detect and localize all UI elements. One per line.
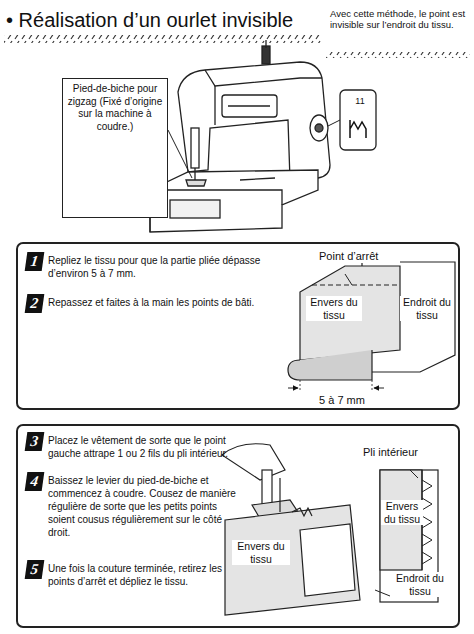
step-panel: Repliez le tissu pour que la partie plié…: [16, 242, 460, 410]
stitch-number: 11: [350, 96, 370, 107]
fabric-label: Envers du tissu: [232, 540, 290, 565]
step-number-text: 3: [30, 433, 40, 449]
subtitle-note: Avec cette méthode, le point est invisib…: [330, 8, 470, 31]
subtitle-rule: [326, 52, 470, 58]
folded-fabric: [288, 262, 455, 392]
fabric-label: Point d’arrêt: [318, 250, 400, 263]
callout-box: Pied-de-biche pour zigzag (Fixé d’origin…: [62, 78, 168, 218]
step-text: Placez le vêtement de sorte que le point…: [48, 434, 238, 460]
step-panel: Placez le vêtement de sorte que le point…: [16, 424, 460, 628]
dimension-label: 5 à 7 mm: [306, 394, 378, 407]
callout-text: Pied-de-biche pour zigzag (Fixé d’origin…: [66, 83, 164, 133]
title-rule: [4, 35, 322, 43]
step-number: 1: [25, 252, 45, 271]
machine-closeup: [222, 444, 360, 615]
step-text: Baissez le levier du pied-de-biche et co…: [48, 474, 238, 539]
step-number: 4: [25, 472, 45, 491]
step-number-text: 4: [30, 473, 40, 489]
fabric-label: Pli intérieur: [362, 446, 444, 459]
step-text: Repassez et faites à la main les points …: [48, 296, 273, 309]
fabric-label: Endroit du tissu: [400, 296, 454, 321]
stitch-display: [340, 90, 376, 150]
page-title: • Réalisation d’un ourlet invisible: [6, 8, 293, 32]
fabric-label: Envers du tissu: [306, 296, 362, 321]
sewing-machine: [150, 40, 330, 232]
step-text: Une fois la couture terminée, retirez le…: [48, 562, 238, 588]
fabric-label: Envers du tissu: [381, 500, 423, 525]
step-number-text: 1: [30, 253, 40, 269]
fabric-label: Endroit du tissu: [392, 572, 448, 597]
step-number-text: 2: [30, 295, 40, 311]
step-number: 2: [25, 294, 45, 313]
step-number: 5: [25, 560, 45, 579]
step-number: 3: [25, 432, 45, 451]
leader-line: [328, 120, 340, 126]
step-number-text: 5: [30, 561, 40, 577]
blind-stitch-symbol: [350, 120, 366, 138]
step-text: Repliez le tissu pour que la partie plié…: [48, 254, 273, 280]
leader-line: [168, 130, 192, 178]
